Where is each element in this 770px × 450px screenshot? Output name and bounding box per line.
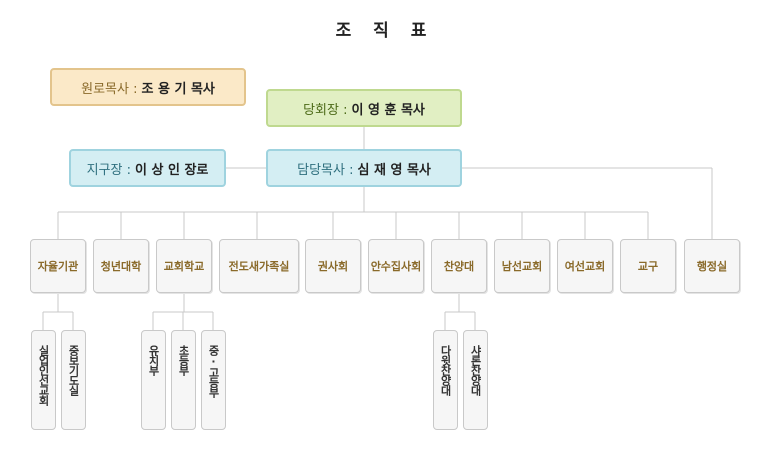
chair-pastor-name: 이 영 훈 목사 xyxy=(351,102,425,118)
pastor-in-charge-box: 담당목사 : 심 재 영 목사 xyxy=(266,149,462,187)
elder-pastor-name: 조 용 기 목사 xyxy=(141,81,215,97)
sub-unit-label: 샤론찬양대 xyxy=(469,345,482,395)
dept-box[interactable]: 안수집사회 xyxy=(368,239,424,293)
dept-box[interactable]: 전도새가족실 xyxy=(219,239,299,293)
dept-box[interactable]: 교회학교 xyxy=(156,239,212,293)
chart-title: 조 직 표 xyxy=(335,21,435,41)
dept-box[interactable]: 찬양대 xyxy=(431,239,487,293)
dept-box[interactable]: 남선교회 xyxy=(494,239,550,293)
sub-unit-box[interactable]: 초등부 xyxy=(171,330,196,430)
sub-unit-box[interactable]: 중보기도실 xyxy=(61,330,86,430)
dept-box[interactable]: 여선교회 xyxy=(557,239,613,293)
elder-pastor-label: 원로목사 : xyxy=(81,81,138,97)
pastor-in-charge-name: 심 재 영 목사 xyxy=(357,162,431,178)
dept-box[interactable]: 청년대학 xyxy=(93,239,149,293)
dept-box[interactable]: 자율기관 xyxy=(30,239,86,293)
chair-pastor-label: 당회장 : xyxy=(303,102,348,118)
dept-box[interactable]: 행정실 xyxy=(684,239,740,293)
sub-unit-label: 유치부 xyxy=(147,345,160,375)
chair-pastor-box: 당회장 : 이 영 훈 목사 xyxy=(266,89,462,127)
sub-unit-label: 다윗찬양대 xyxy=(439,345,452,395)
dept-box[interactable]: 교구 xyxy=(620,239,676,293)
elder-pastor-box: 원로목사 : 조 용 기 목사 xyxy=(50,68,246,106)
sub-unit-box[interactable]: 중·고등부 xyxy=(201,330,226,430)
pastor-in-charge-label: 담당목사 : xyxy=(297,162,354,178)
district-head-box: 지구장 : 이 상 인 장로 xyxy=(69,149,226,187)
sub-unit-label: 중·고등부 xyxy=(207,345,220,397)
sub-unit-box[interactable]: 실업인선교회 xyxy=(31,330,56,430)
sub-unit-label: 실업인선교회 xyxy=(37,345,50,405)
sub-unit-label: 초등부 xyxy=(177,345,190,375)
sub-unit-box[interactable]: 유치부 xyxy=(141,330,166,430)
district-head-label: 지구장 : xyxy=(86,162,131,178)
sub-unit-label: 중보기도실 xyxy=(67,345,80,395)
sub-unit-box[interactable]: 다윗찬양대 xyxy=(433,330,458,430)
dept-box[interactable]: 권사회 xyxy=(305,239,361,293)
sub-unit-box[interactable]: 샤론찬양대 xyxy=(463,330,488,430)
district-head-name: 이 상 인 장로 xyxy=(135,162,209,178)
